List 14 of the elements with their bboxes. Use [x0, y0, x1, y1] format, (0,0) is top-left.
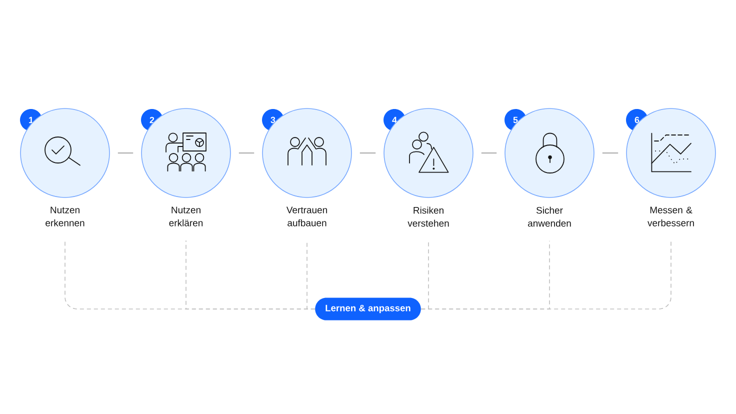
step-label: Risiken verstehen [408, 206, 449, 227]
step-label: Nutzen erklären [169, 206, 203, 226]
connector-line [602, 152, 619, 154]
dashed-line [420, 240, 672, 310]
step-label: Sicher anwenden [528, 206, 571, 227]
step-label: Nutzen erkennen [46, 206, 84, 226]
connector-line [359, 152, 376, 154]
step-label: Vertrauen aufbauen [286, 206, 327, 226]
connector-line [117, 152, 134, 154]
connector-line [238, 152, 255, 154]
dashed-line [306, 240, 316, 310]
step-label: Messen & verbessern [648, 206, 694, 226]
pill-label: Lernen & anpassen [315, 298, 421, 320]
connector-line [480, 152, 498, 154]
